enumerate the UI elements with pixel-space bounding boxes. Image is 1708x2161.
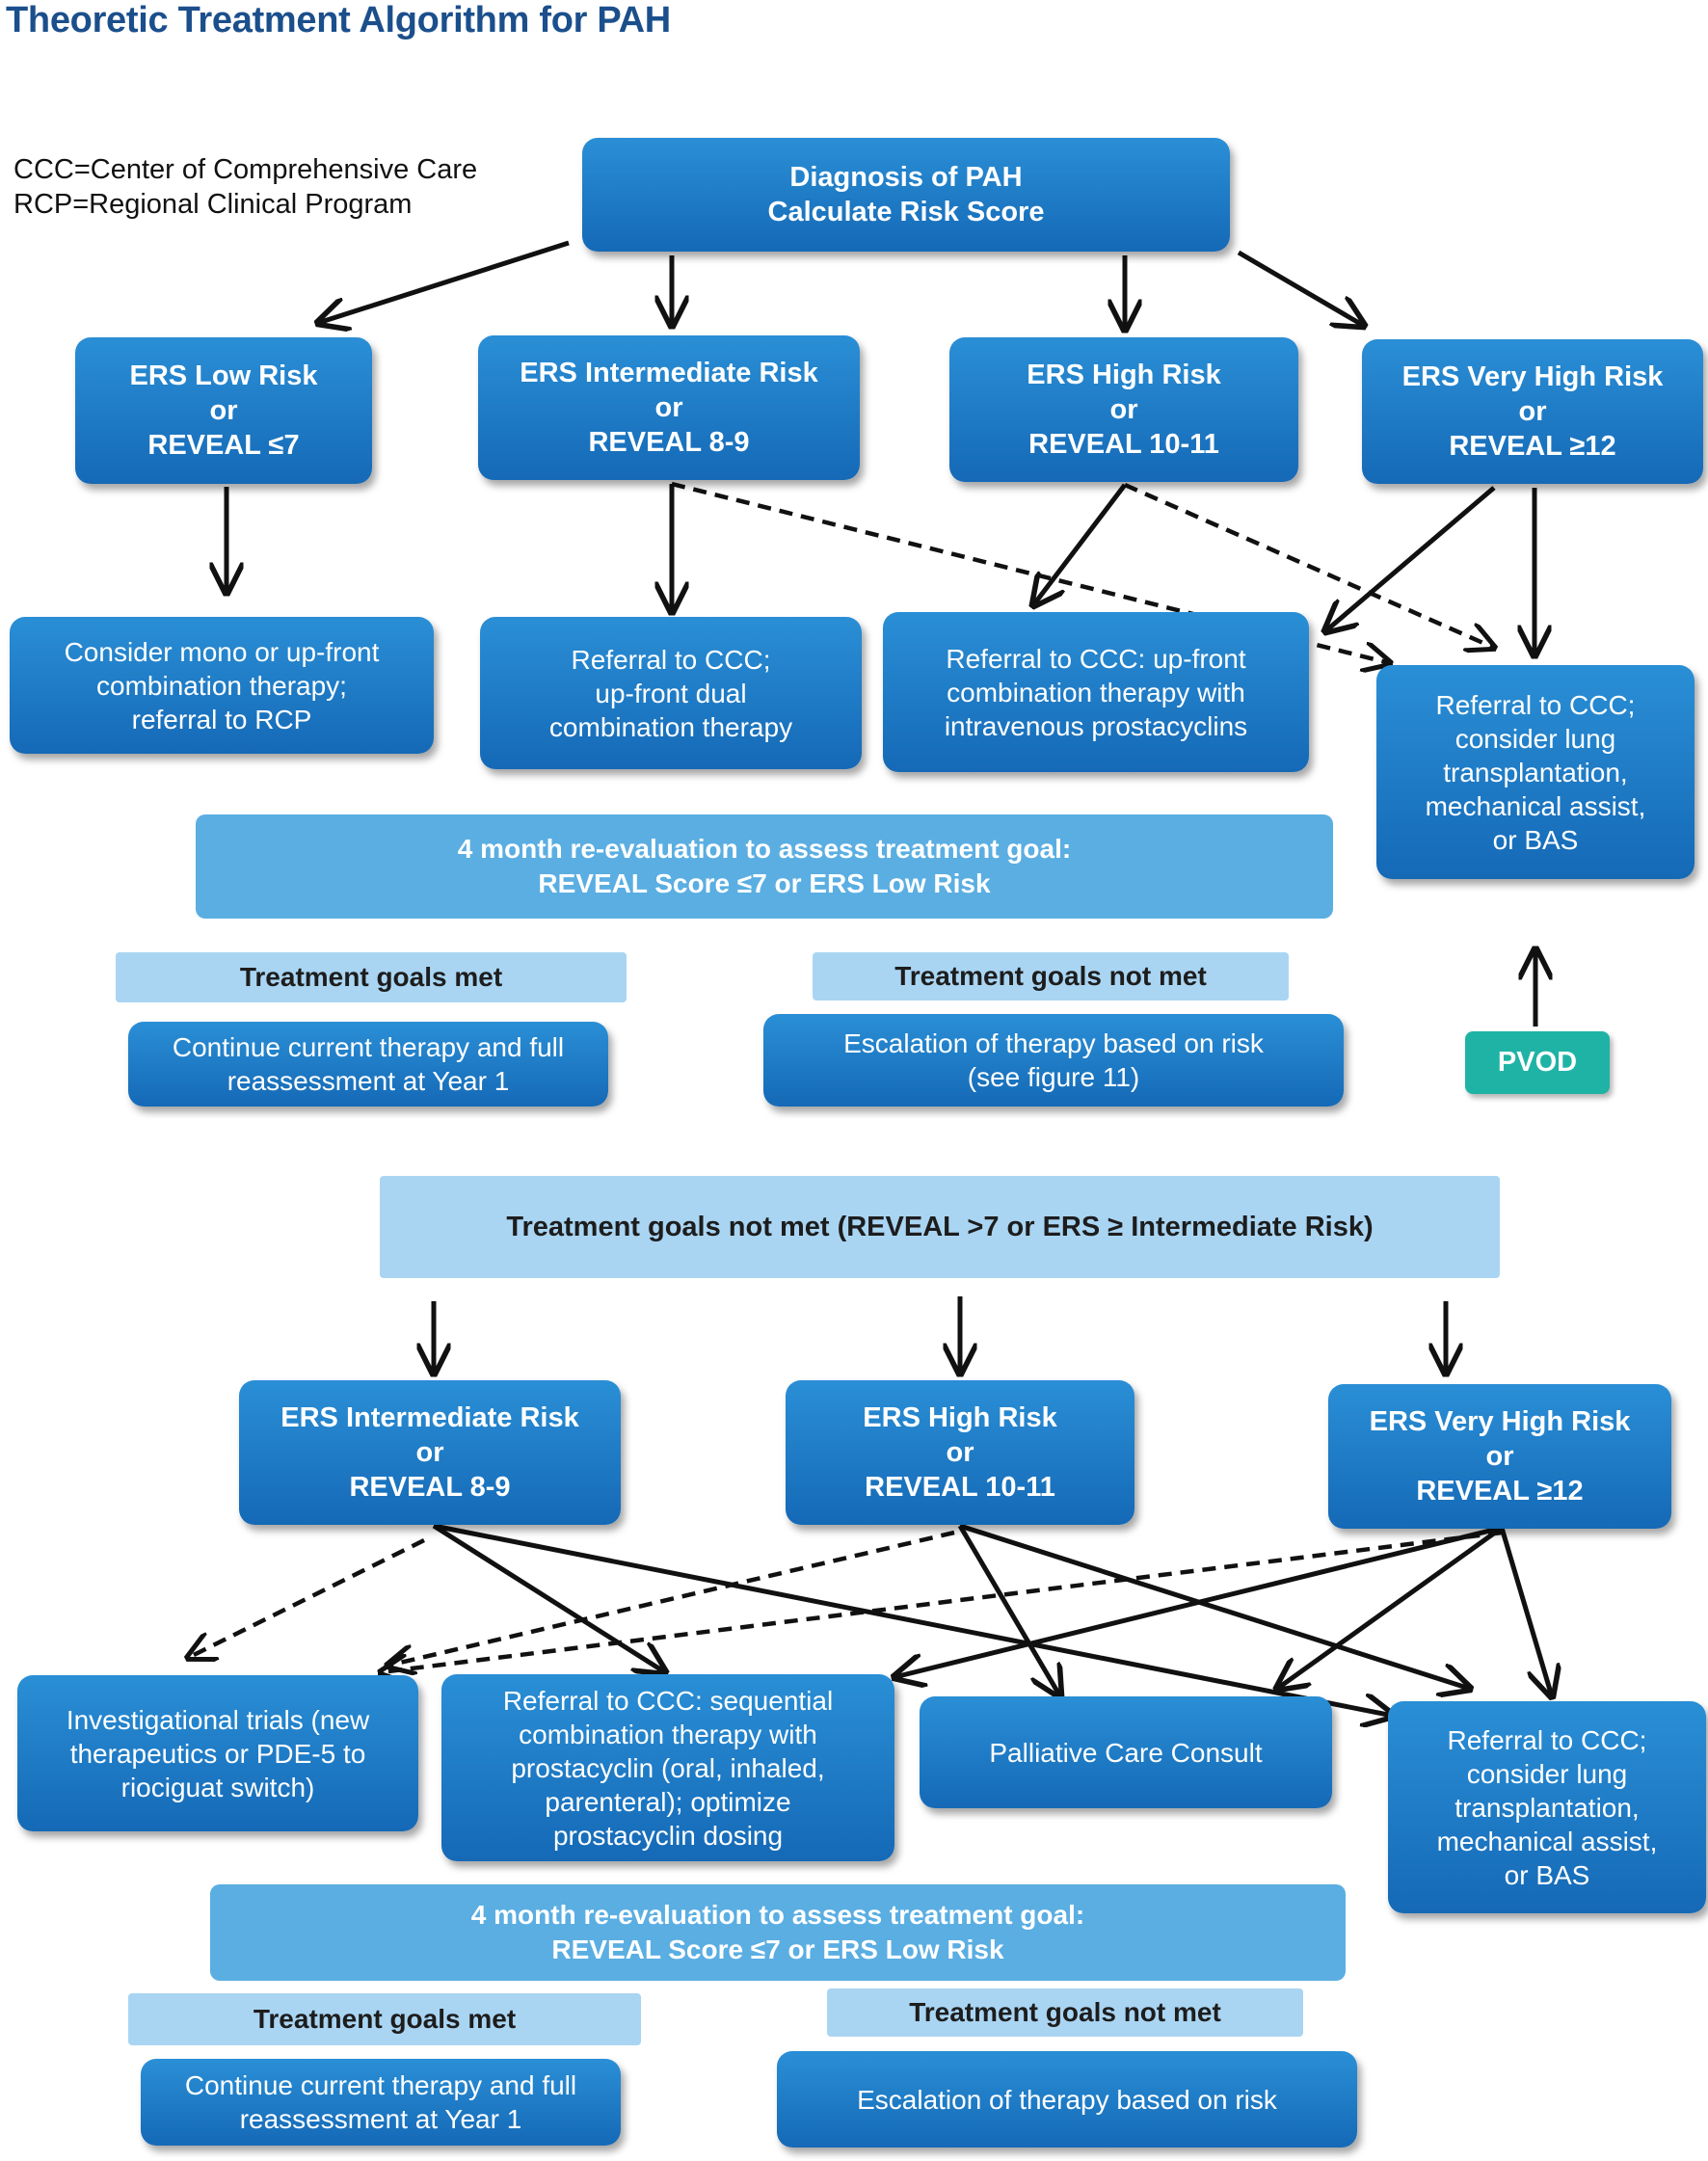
goals-met-label-1: Treatment goals met	[116, 952, 627, 1002]
continue-therapy-box-2: Continue current therapy and full reasse…	[141, 2059, 621, 2146]
pvod-box: PVOD	[1465, 1031, 1610, 1094]
escalation-box-1: Escalation of therapy based on risk (see…	[763, 1014, 1344, 1107]
arrow-veryhigh-to-high-action	[1325, 486, 1496, 631]
action-intermediate-box: Referral to CCC; up-front dual combinati…	[480, 617, 862, 769]
goals-not-met-header: Treatment goals not met (REVEAL >7 or ER…	[380, 1176, 1500, 1278]
arrow-vh-to-palliative	[1277, 1525, 1504, 1689]
action-low-box: Consider mono or up-front combination th…	[10, 617, 434, 754]
arrow-high-to-action	[1033, 483, 1127, 605]
legend-rcp: RCP=Regional Clinical Program	[13, 189, 413, 220]
risk-intermediate-box-1: ERS Intermediate Risk or REVEAL 8-9	[478, 335, 860, 480]
referral-transplant-box-1: Referral to CCC; consider lung transplan…	[1376, 665, 1695, 879]
risk-very-high-box-1: ERS Very High Risk or REVEAL ≥12	[1362, 339, 1703, 484]
abbreviation-legend: CCC=Center of Comprehensive Care RCP=Reg…	[13, 152, 477, 222]
sequential-therapy-box: Referral to CCC: sequential combination …	[441, 1674, 894, 1861]
page-title: Theoretic Treatment Algorithm for PAH	[6, 0, 671, 40]
arrow-int-to-referral	[433, 1523, 1393, 1716]
reevaluation-banner-2: 4 month re-evaluation to assess treatmen…	[210, 1884, 1346, 1981]
risk-very-high-box-2: ERS Very High Risk or REVEAL ≥12	[1328, 1384, 1671, 1529]
arrow-dashed-high-to-referral	[1124, 482, 1494, 648]
legend-ccc: CCC=Center of Comprehensive Care	[13, 154, 478, 185]
arrow-dashed-int-to-referral	[671, 481, 1390, 663]
arrow-high-to-palliative	[957, 1524, 1060, 1696]
risk-intermediate-box-2: ERS Intermediate Risk or REVEAL 8-9	[239, 1380, 621, 1525]
arrow-dashed-vh-to-investigational	[381, 1530, 1503, 1672]
arrow-diag-to-low	[318, 240, 570, 323]
investigational-trials-box: Investigational trials (new therapeutics…	[17, 1675, 418, 1831]
arrow-high-to-referral	[959, 1523, 1470, 1689]
arrow-vh-to-referral	[1499, 1527, 1552, 1696]
arrow-dashed-high-to-investigational	[387, 1530, 955, 1666]
action-high-box: Referral to CCC: up-front combination th…	[883, 612, 1309, 772]
risk-high-box-2: ERS High Risk or REVEAL 10-11	[786, 1380, 1134, 1525]
risk-high-box-1: ERS High Risk or REVEAL 10-11	[949, 337, 1298, 482]
goals-met-label-2: Treatment goals met	[128, 1993, 641, 2045]
referral-transplant-box-2: Referral to CCC; consider lung transplan…	[1388, 1701, 1706, 1913]
arrow-int-to-sequential	[432, 1523, 665, 1672]
risk-low-box: ERS Low Risk or REVEAL ≤7	[75, 337, 372, 484]
arrow-diag-to-very-high	[1237, 250, 1364, 326]
escalation-box-2: Escalation of therapy based on risk	[777, 2051, 1357, 2148]
arrow-dashed-int-to-investigational	[188, 1537, 426, 1658]
diagnosis-box: Diagnosis of PAH Calculate Risk Score	[582, 138, 1230, 252]
goals-not-met-label-1: Treatment goals not met	[813, 952, 1289, 1000]
palliative-care-box: Palliative Care Consult	[920, 1696, 1332, 1808]
continue-therapy-box-1: Continue current therapy and full reasse…	[128, 1022, 608, 1107]
reevaluation-banner-1: 4 month re-evaluation to assess treatmen…	[196, 814, 1333, 919]
arrow-vh-to-sequential	[894, 1525, 1503, 1677]
goals-not-met-label-2: Treatment goals not met	[827, 1988, 1303, 2037]
